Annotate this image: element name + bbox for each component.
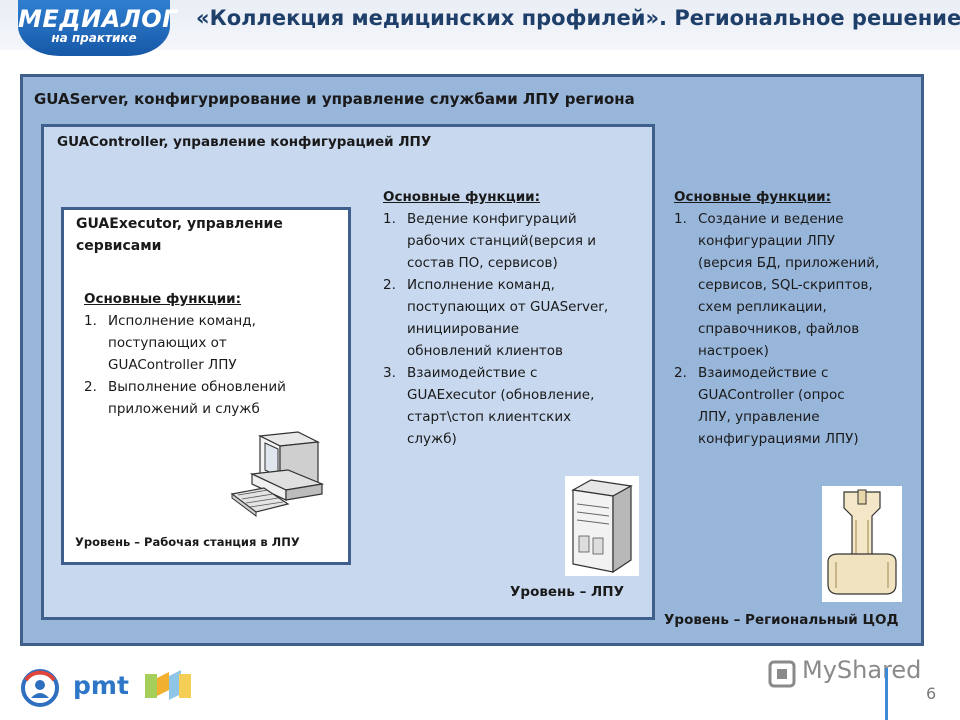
list-line: справочников, файлов bbox=[698, 321, 860, 337]
medialog-footer-logo bbox=[21, 669, 59, 707]
guaexecutor-title: GUAExecutor, управление сервисами bbox=[76, 213, 283, 257]
executor-level-label: Уровень – Рабочая станция в ЛПУ bbox=[75, 535, 300, 549]
mainframe-icon bbox=[822, 486, 902, 602]
list-line: инициирование bbox=[407, 321, 520, 337]
list-item: 1. Исполнение команд, поступающих от GUA… bbox=[84, 310, 286, 376]
list-number: 2. bbox=[674, 365, 687, 381]
executor-functions: Основные функции: 1. Исполнение команд, … bbox=[84, 288, 286, 420]
page-number: 6 bbox=[926, 684, 937, 703]
guaexecutor-title-line: сервисами bbox=[76, 238, 162, 254]
list-item: 2. Взаимодействие с GUAController (опрос… bbox=[674, 362, 879, 450]
slide-title: «Коллекция медицинских профилей». Регион… bbox=[196, 6, 960, 30]
partner-logo bbox=[145, 670, 191, 700]
list-line: настроек) bbox=[698, 343, 769, 359]
list-line: конфигурации ЛПУ bbox=[698, 233, 836, 249]
guacontroller-title: GUAController, управление конфигурацией … bbox=[57, 134, 432, 150]
guaexecutor-title-line: GUAExecutor, управление bbox=[76, 216, 283, 232]
server-level-label: Уровень – Региональный ЦОД bbox=[664, 612, 899, 628]
myshared-watermark: MyShared bbox=[802, 656, 922, 684]
list-line: GUAController ЛПУ bbox=[108, 357, 237, 373]
list-line: конфигурациями ЛПУ) bbox=[698, 431, 859, 447]
list-item: 2. Исполнение команд, поступающих от GUA… bbox=[383, 274, 608, 362]
list-line: Взаимодействие с bbox=[407, 365, 538, 381]
workstation-icon bbox=[230, 431, 324, 517]
list-line: старт\стоп клиентских bbox=[407, 409, 572, 425]
server-functions: Основные функции: 1. Создание и ведение … bbox=[674, 186, 879, 450]
list-line: Исполнение команд, bbox=[108, 313, 256, 329]
list-item: 2. Выполнение обновлений приложений и сл… bbox=[84, 376, 286, 420]
list-line: рабочих станций(версия и bbox=[407, 233, 597, 249]
list-line: служб) bbox=[407, 431, 457, 447]
list-number: 1. bbox=[674, 211, 687, 227]
pmt-logo: pmt bbox=[73, 671, 129, 700]
guaserver-title: GUAServer, конфигурирование и управление… bbox=[34, 90, 635, 108]
list-line: схем репликации, bbox=[698, 299, 827, 315]
list-line: Выполнение обновлений bbox=[108, 379, 286, 395]
server-functions-list: 1. Создание и ведение конфигурации ЛПУ (… bbox=[674, 208, 879, 450]
guaexecutor-box bbox=[61, 207, 351, 565]
list-line: GUAExecutor (обновление, bbox=[407, 387, 595, 403]
logo-line1: МЕДИАЛОГ bbox=[18, 5, 178, 33]
list-line: состав ПО, сервисов) bbox=[407, 255, 558, 271]
list-number: 1. bbox=[383, 211, 396, 227]
list-number: 2. bbox=[383, 277, 396, 293]
list-line: Ведение конфигураций bbox=[407, 211, 577, 227]
controller-level-label: Уровень – ЛПУ bbox=[510, 584, 624, 600]
executor-functions-title: Основные функции: bbox=[84, 291, 242, 307]
list-number: 3. bbox=[383, 365, 396, 381]
controller-functions-title: Основные функции: bbox=[383, 189, 541, 205]
list-number: 2. bbox=[84, 379, 97, 395]
controller-functions-list: 1. Ведение конфигураций рабочих станций(… bbox=[383, 208, 608, 450]
list-item: 1. Ведение конфигураций рабочих станций(… bbox=[383, 208, 608, 274]
list-line: Взаимодействие с bbox=[698, 365, 829, 381]
list-item: 1. Создание и ведение конфигурации ЛПУ (… bbox=[674, 208, 879, 362]
myshared-logo bbox=[768, 660, 796, 688]
list-item: 3. Взаимодействие с GUAExecutor (обновле… bbox=[383, 362, 608, 450]
list-line: поступающих от GUAServer, bbox=[407, 299, 609, 315]
list-line: GUAController (опрос bbox=[698, 387, 845, 403]
list-line: сервисов, SQL-скриптов, bbox=[698, 277, 873, 293]
list-line: поступающих от bbox=[108, 335, 227, 351]
list-line: обновлений клиентов bbox=[407, 343, 563, 359]
list-line: (версия БД, приложений, bbox=[698, 255, 880, 271]
controller-functions: Основные функции: 1. Ведение конфигураци… bbox=[383, 186, 608, 450]
list-line: ЛПУ, управление bbox=[698, 409, 820, 425]
list-line: Создание и ведение bbox=[698, 211, 844, 227]
server-tower-icon bbox=[565, 476, 639, 576]
list-line: Исполнение команд, bbox=[407, 277, 555, 293]
medialog-logo: МЕДИАЛОГ на практике bbox=[18, 0, 178, 56]
logo-line2: на практике bbox=[51, 31, 137, 45]
server-functions-title: Основные функции: bbox=[674, 189, 832, 205]
list-line: приложений и служб bbox=[108, 401, 260, 417]
footer-divider bbox=[885, 668, 888, 720]
executor-functions-list: 1. Исполнение команд, поступающих от GUA… bbox=[84, 310, 286, 420]
list-number: 1. bbox=[84, 313, 97, 329]
